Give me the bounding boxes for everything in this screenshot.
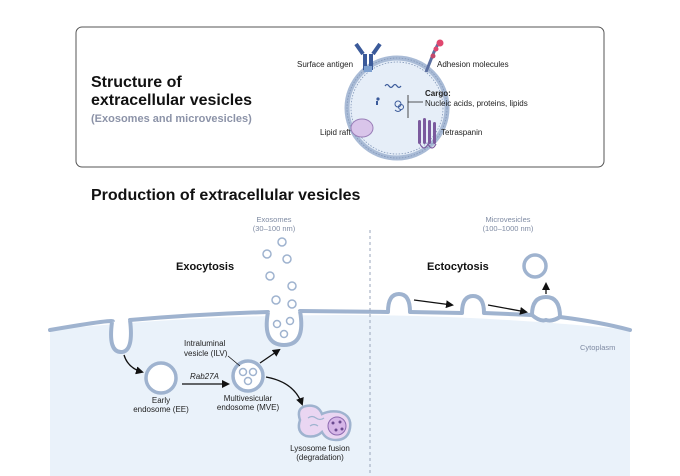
arrow-mve-to-membrane: [259, 348, 281, 364]
ilv-label-line1: Intraluminal: [184, 339, 226, 348]
released-exosomes: [262, 237, 297, 309]
production-title: Production of extracellular vesicles: [91, 187, 361, 204]
structure-title-line2: extracellular vesicles: [91, 92, 252, 109]
ilv-label-line2: vesicle (ILV): [184, 349, 228, 358]
structure-title-line1: Structure of: [91, 74, 182, 91]
lysosome-fusion: [297, 404, 352, 442]
early-endosome: [144, 361, 178, 395]
arrow-pit-to-ee: [123, 354, 144, 375]
mve-label-line2: endosome (MVE): [217, 403, 280, 412]
microvesicles-size-label: (100–1000 nm): [483, 224, 534, 233]
mve-label-line1: Multivesicular: [224, 394, 273, 403]
ectocytosis-bud-2: [460, 293, 486, 314]
arrow-bud2-to-bud3: [487, 304, 528, 315]
arrow-mve-to-lysosome: [265, 376, 304, 406]
exosomes-size-label: (30–100 nm): [253, 224, 296, 233]
ectocytosis-label: Ectocytosis: [427, 261, 489, 273]
cargo-shapes: [376, 83, 404, 112]
released-microvesicle: [522, 253, 548, 279]
microvesicles-label: Microvesicles: [485, 215, 530, 224]
exocytosis-fusion-site: [264, 310, 304, 348]
plasma-membrane: [48, 309, 632, 332]
multivesicular-endosome: [231, 359, 265, 393]
cell-cytoplasm: [50, 315, 630, 476]
ee-label-line2: endosome (EE): [133, 405, 189, 414]
cytoplasm-label: Cytoplasm: [580, 343, 615, 352]
adhesion-molecules-label: Adhesion molecules: [437, 60, 509, 69]
structure-subtitle: (Exosomes and microvesicles): [91, 113, 252, 125]
exosomes-label: Exosomes: [256, 215, 291, 224]
arrow-bud1-to-bud2: [413, 299, 454, 309]
tetraspanin-label: Tetraspanin: [441, 128, 482, 137]
ee-label-line1: Early: [152, 396, 170, 405]
ilv-pointer: [227, 355, 241, 367]
lipid-raft-shape: [350, 118, 374, 138]
lysosome-label-line1: Lysosome fusion: [290, 444, 350, 453]
extracellular-vesicle-illustration: [344, 39, 450, 161]
surface-antigen-label: Surface antigen: [297, 60, 353, 69]
surface-antigen-shape: [354, 42, 382, 72]
lipid-raft-label: Lipid raft: [320, 128, 351, 137]
endocytic-pit: [109, 319, 133, 355]
rab27a-label: Rab27A: [190, 372, 219, 381]
ectocytosis-bud-1: [386, 291, 412, 313]
adhesion-molecules-shape: [424, 39, 444, 73]
structure-panel: [75, 26, 605, 168]
exocytosis-label: Exocytosis: [176, 261, 234, 273]
tetraspanin-shape: [418, 118, 437, 149]
lysosome-label-line2: (degradation): [296, 453, 344, 462]
ectocytosis-bud-3: [530, 294, 563, 323]
cargo-items-label: Nucleic acids, proteins, lipids: [425, 99, 528, 108]
cargo-title-label: Cargo:: [425, 89, 451, 98]
